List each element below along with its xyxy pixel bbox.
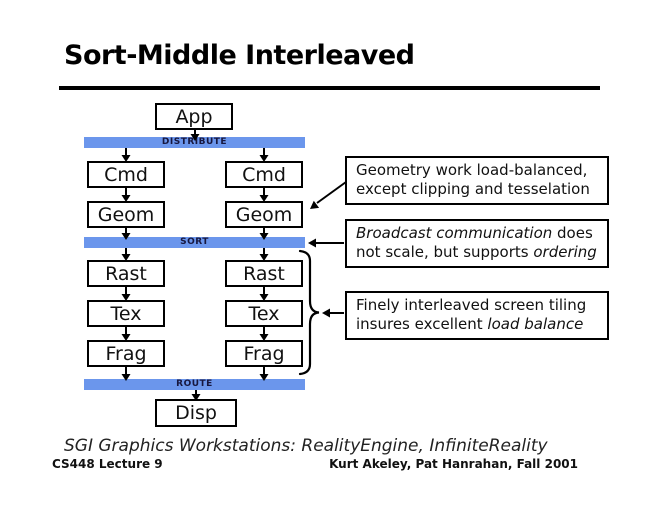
app-box: App <box>155 103 233 130</box>
route-bar: ROUTE <box>84 379 305 390</box>
stage-box-cmd-right: Cmd <box>225 161 303 188</box>
stage-box-rast-right: Rast <box>225 260 303 287</box>
stage-box-tex-right: Tex <box>225 300 303 327</box>
footer-course-label: CS448 Lecture 9 <box>52 457 163 471</box>
footer-authors-label: Kurt Akeley, Pat Hanrahan, Fall 2001 <box>329 457 578 471</box>
arrow-distribute-to-cmd-right <box>259 148 269 162</box>
stage-box-cmd-left: Cmd <box>87 161 165 188</box>
sort-bar: SORT <box>84 237 305 248</box>
distribute-bar: DISTRIBUTE <box>84 137 305 148</box>
arrow-tex-to-frag-left <box>121 327 131 341</box>
arrow-annotation2-to-sort <box>308 238 344 248</box>
arrow-rast-to-tex-left <box>121 287 131 301</box>
slide-title: Sort-Middle Interleaved <box>64 40 415 71</box>
stage-box-frag-right: Frag <box>225 340 303 367</box>
title-underline <box>59 86 600 90</box>
stage-box-tex-left: Tex <box>87 300 165 327</box>
arrow-cmd-to-geom-left <box>121 188 131 202</box>
arrow-rast-to-tex-right <box>259 287 269 301</box>
stage-box-frag-left: Frag <box>87 340 165 367</box>
stage-box-geom-left: Geom <box>87 201 165 228</box>
disp-box: Disp <box>155 399 237 427</box>
caption-sgi-workstations: SGI Graphics Workstations: RealityEngine… <box>64 436 548 456</box>
arrow-annotation3-to-brace <box>322 308 344 318</box>
stage-box-rast-left: Rast <box>87 260 165 287</box>
arrow-cmd-to-geom-right <box>259 188 269 202</box>
arrow-distribute-to-cmd-left <box>121 148 131 162</box>
arrow-annotation1-to-geom <box>310 181 347 209</box>
stage-box-geom-right: Geom <box>225 201 303 228</box>
arrow-tex-to-frag-right <box>259 327 269 341</box>
annotation-geometry-load-balanced: Geometry work load-balanced,except clipp… <box>345 156 609 205</box>
